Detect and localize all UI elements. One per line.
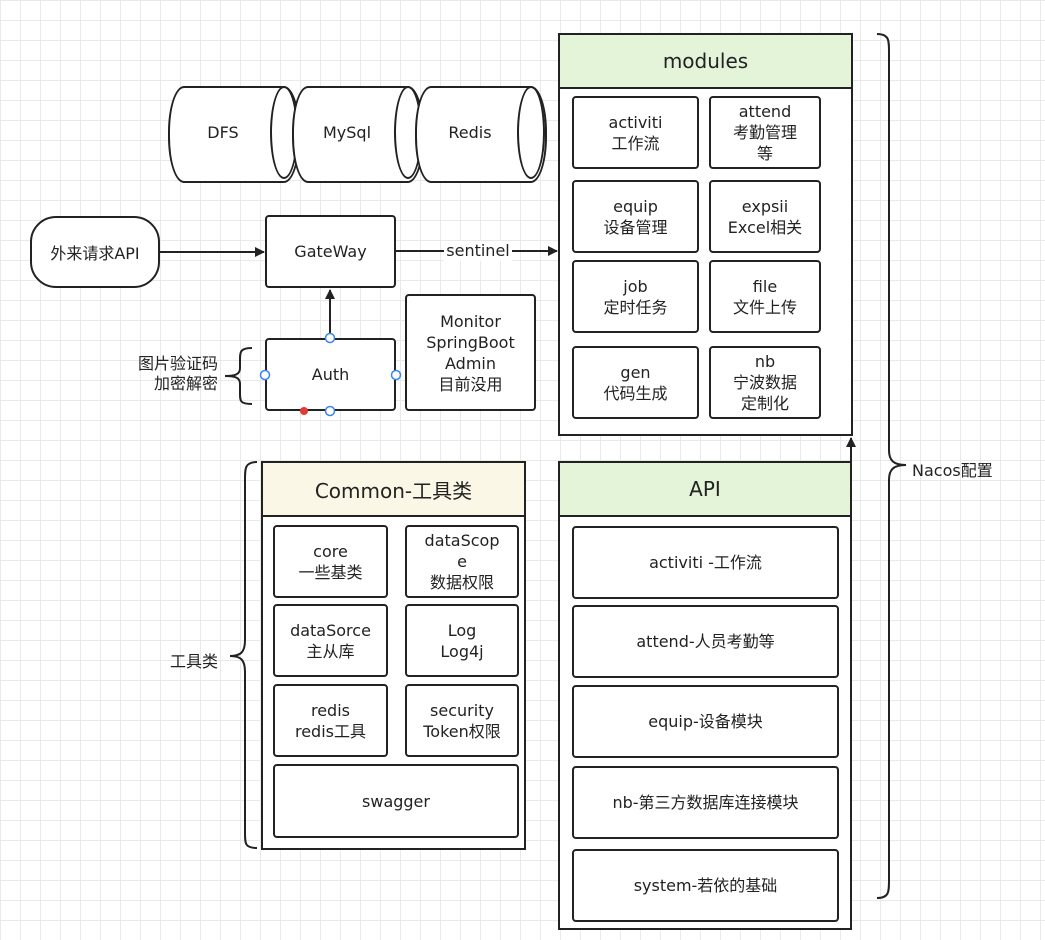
api-item-label: attend-人员考勤等	[636, 632, 775, 651]
api-title: API	[560, 463, 850, 517]
common-item-label: core 一些基类	[298, 541, 363, 582]
common-item-label: redis redis工具	[294, 700, 366, 741]
auth-handle-bottom	[324, 405, 336, 417]
auth-label: Auth	[311, 365, 350, 384]
dfs-database: DFS	[168, 86, 300, 183]
common-item-label: swagger	[362, 791, 430, 811]
api-item[interactable]: attend-人员考勤等	[572, 605, 839, 678]
auth-note-brace	[224, 347, 253, 405]
sentinel-label: sentinel	[444, 241, 512, 261]
api-item-label: equip-设备模块	[648, 712, 763, 731]
module-item[interactable]: file 文件上传	[709, 260, 821, 333]
module-item-label: equip 设备管理	[603, 196, 668, 237]
module-item[interactable]: job 定时任务	[572, 260, 699, 333]
common-item[interactable]: Log Log4j	[405, 604, 519, 677]
api-item[interactable]: system-若依的基础	[572, 849, 839, 922]
api-item-label: activiti -工作流	[649, 553, 762, 572]
auth-handle-top	[324, 332, 336, 344]
common-item[interactable]: redis redis工具	[273, 684, 388, 757]
dfs-label: DFS	[207, 123, 239, 142]
api-item[interactable]: equip-设备模块	[572, 685, 839, 758]
api-item-label: system-若依的基础	[633, 876, 778, 895]
common-item-wide[interactable]: swagger	[273, 764, 519, 838]
module-item-label: gen 代码生成	[603, 362, 668, 403]
module-item[interactable]: activiti 工作流	[572, 96, 699, 169]
nacos-label: Nacos配置	[912, 461, 993, 480]
api-item[interactable]: nb-第三方数据库连接模块	[572, 766, 839, 839]
module-item[interactable]: equip 设备管理	[572, 180, 699, 253]
module-item[interactable]: nb 宁波数据 定制化	[709, 346, 821, 419]
external-request-label: 外来请求API	[50, 244, 140, 263]
redis-label: Redis	[448, 123, 492, 142]
module-item[interactable]: expsii Excel相关	[709, 180, 821, 253]
common-item[interactable]: dataScop e 数据权限	[405, 525, 519, 598]
gateway-label: GateWay	[294, 242, 367, 261]
gateway-node[interactable]: GateWay	[265, 215, 396, 288]
auth-handle-right	[390, 369, 402, 381]
common-item[interactable]: core 一些基类	[273, 525, 388, 598]
common-item[interactable]: security Token权限	[405, 684, 519, 757]
auth-note: 图片验证码 加密解密	[137, 354, 218, 393]
module-item[interactable]: gen 代码生成	[572, 346, 699, 419]
common-brace-label: 工具类	[170, 652, 219, 671]
nacos-brace	[876, 33, 907, 899]
common-item[interactable]: dataSorce 主从库	[273, 604, 388, 677]
module-item-label: attend 考勤管理 等	[732, 102, 797, 163]
mysql-label: MySql	[322, 123, 372, 142]
common-item-label: dataSorce 主从库	[290, 620, 371, 661]
module-item-label: file 文件上传	[732, 276, 797, 317]
common-title: Common-工具类	[263, 463, 524, 517]
auth-handle-left	[259, 369, 271, 381]
common-item-label: dataScop e 数据权限	[424, 531, 500, 592]
api-item[interactable]: activiti -工作流	[572, 526, 839, 599]
auth-red-dot	[300, 407, 308, 415]
monitor-label: Monitor SpringBoot Admin 目前没用	[426, 311, 515, 394]
module-item-label: nb 宁波数据 定制化	[732, 352, 797, 413]
module-item[interactable]: attend 考勤管理 等	[709, 96, 821, 169]
common-item-label: security Token权限	[423, 700, 501, 741]
modules-title: modules	[560, 35, 851, 89]
common-brace	[229, 461, 258, 849]
module-item-label: job 定时任务	[603, 276, 668, 317]
monitor-node[interactable]: Monitor SpringBoot Admin 目前没用	[405, 294, 536, 411]
external-request-node[interactable]: 外来请求API	[30, 216, 160, 288]
module-item-label: expsii Excel相关	[727, 196, 803, 237]
api-item-label: nb-第三方数据库连接模块	[612, 793, 799, 812]
common-item-label: Log Log4j	[440, 620, 484, 661]
redis-database: Redis	[415, 86, 547, 183]
module-item-label: activiti 工作流	[608, 112, 663, 153]
